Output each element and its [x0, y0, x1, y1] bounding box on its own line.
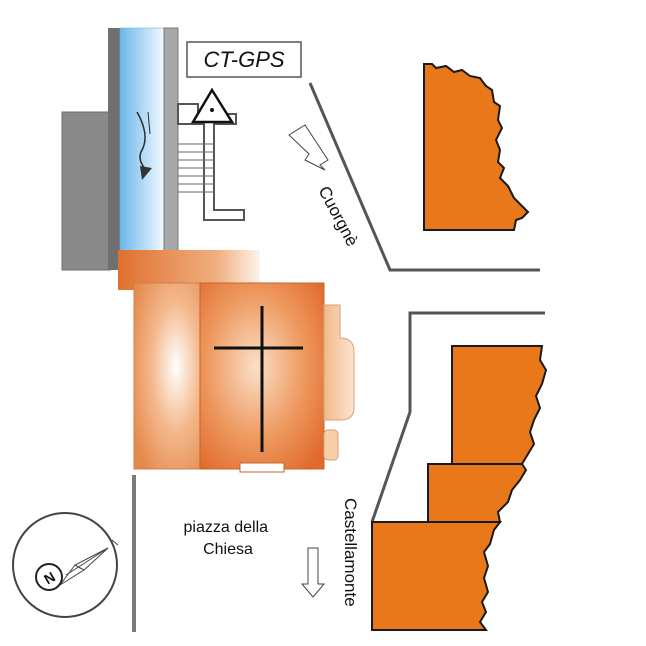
station-label-box	[186, 41, 302, 78]
arrow-up-icon	[288, 124, 329, 171]
place-label: piazza della Chiesa	[184, 519, 273, 558]
building-block-south-2	[427, 463, 528, 523]
church-cross-icon	[214, 306, 303, 452]
church-side-nave	[133, 282, 205, 470]
building-block-north	[423, 63, 530, 231]
arrow-down-icon	[300, 547, 326, 598]
building-block-south-3	[371, 521, 502, 631]
church-apse	[323, 304, 355, 421]
church-entrance	[239, 462, 285, 473]
gray-building-block	[61, 111, 111, 271]
church-chapel	[323, 429, 339, 461]
road-edge-north	[308, 82, 540, 272]
road-south-label: Castellamonte	[341, 498, 360, 607]
canal-wall-right	[163, 27, 179, 255]
canal-wall-left	[108, 28, 120, 270]
gps-station-triangle-icon	[190, 87, 235, 124]
river-flow-arrow-icon	[136, 111, 152, 180]
road-north-label: Cuorgnè	[314, 183, 361, 250]
compass-icon: N	[12, 512, 119, 618]
station-label: CT-GPS	[203, 47, 284, 72]
road-edge-south	[370, 311, 545, 523]
station-stairs	[178, 143, 214, 193]
building-block-south-1	[451, 345, 548, 465]
